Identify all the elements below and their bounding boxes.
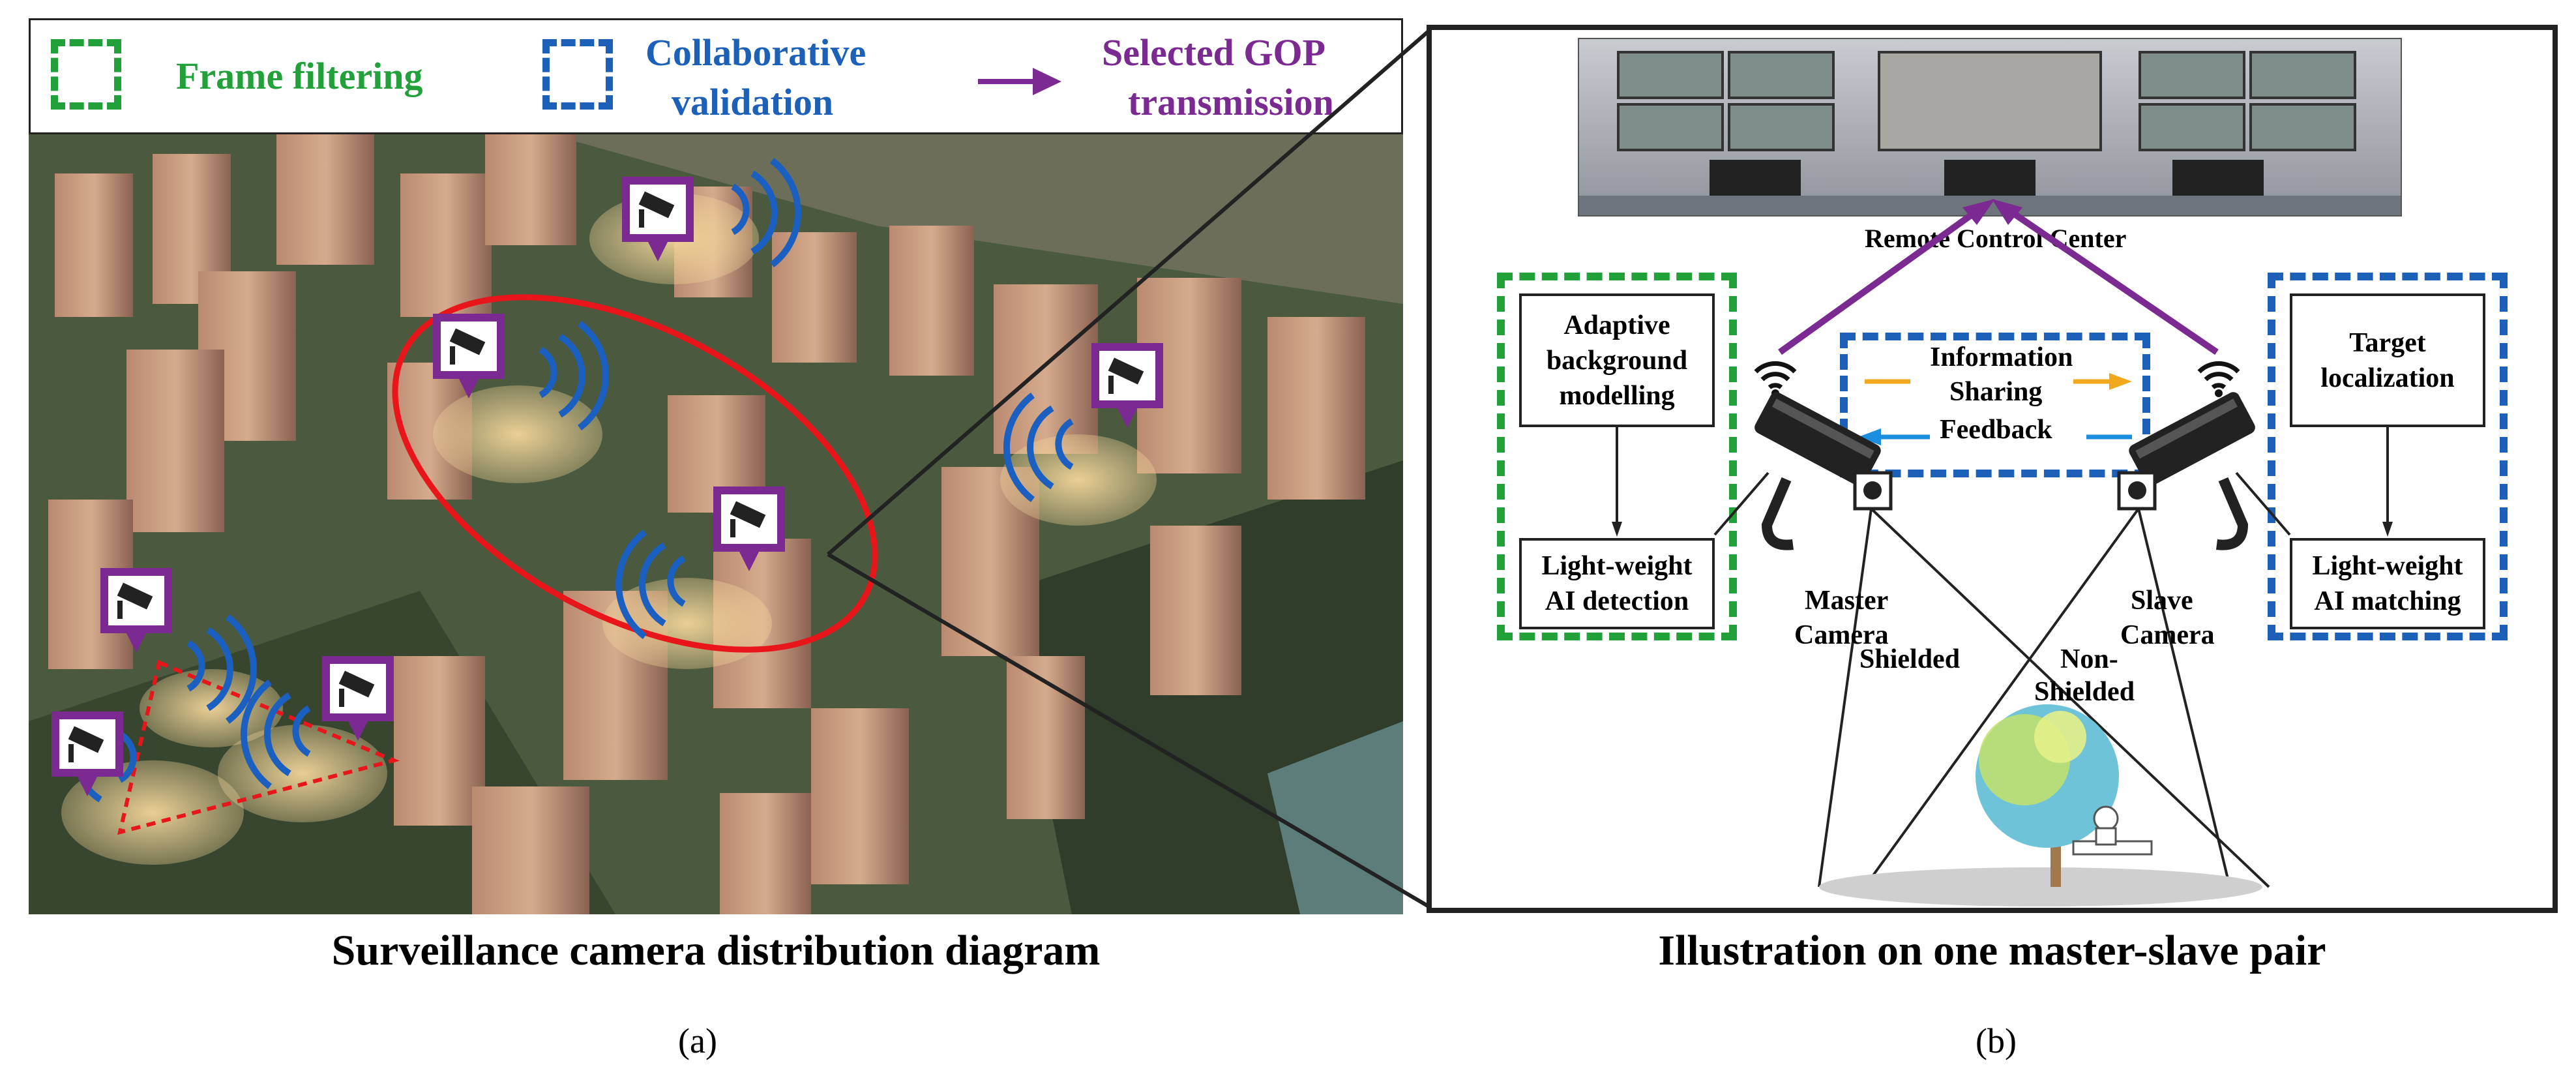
caption-a: Surveillance camera distribution diagram — [331, 927, 1101, 974]
wifi-icon-master — [1754, 361, 1797, 397]
legend-green-dashed-square — [51, 39, 121, 110]
sublabel-b: (b) — [1976, 1021, 2017, 1060]
arrow-down-left — [1612, 427, 1622, 537]
legend-frame-filtering: Frame filtering — [176, 55, 423, 97]
legend-selected-gop-line1: Selected GOP — [1102, 31, 1326, 74]
sharing-feedback-arrows — [1858, 373, 2132, 445]
slave-camera-label-1: Slave — [2131, 586, 2193, 616]
non-shielded-label-2: Shielded — [2034, 677, 2135, 707]
master-camera-label-2: Camera — [1794, 620, 1889, 650]
ai-detection-box: Light-weight AI detection — [1519, 538, 1715, 629]
remote-center-image — [1578, 38, 2402, 217]
legend-collaborative-line1: Collaborative — [645, 31, 866, 74]
legend-blue-dashed-square — [542, 39, 613, 110]
sharing-label: Sharing — [1949, 377, 2043, 407]
information-label: Information — [1930, 342, 2073, 372]
slave-camera-icon — [2117, 392, 2255, 550]
legend-purple-arrow-icon — [978, 68, 1061, 95]
feedback-label: Feedback — [1940, 415, 2052, 445]
master-camera-icon — [1754, 392, 1893, 550]
slave-camera-label-2: Camera — [2120, 620, 2215, 650]
aerial-city-drawing — [29, 134, 1403, 914]
legend-bar — [29, 18, 1403, 134]
caption-b: Illustration on one master-slave pair — [1658, 927, 2326, 974]
shielded-label: Shielded — [1859, 644, 1961, 674]
wifi-icon-slave — [2197, 361, 2240, 397]
ai-matching-box: Light-weight AI matching — [2290, 538, 2485, 629]
person — [2093, 805, 2119, 831]
remote-control-center-label: Remote Control Center — [1865, 224, 2127, 253]
collaborative-validation-group — [2268, 273, 2508, 640]
legend-selected-gop-line2: transmission — [1128, 81, 1334, 123]
target-localization-box: Target localization — [2290, 293, 2485, 427]
non-shielded-label-1: Non- — [2060, 644, 2118, 674]
camera-markers — [52, 177, 1163, 796]
master-camera-label-1: Master — [1805, 586, 1889, 616]
frame-filtering-group — [1497, 273, 1737, 640]
adaptive-background-box: Adaptive background modelling — [1519, 293, 1715, 427]
aerial-city-image — [29, 134, 1403, 914]
red-cluster-ellipse — [392, 294, 878, 653]
information-sharing-group — [1840, 333, 2150, 477]
legend-collaborative-line2: validation — [672, 81, 834, 123]
sublabel-a: (a) — [678, 1021, 717, 1060]
arrow-down-right — [2382, 427, 2393, 537]
